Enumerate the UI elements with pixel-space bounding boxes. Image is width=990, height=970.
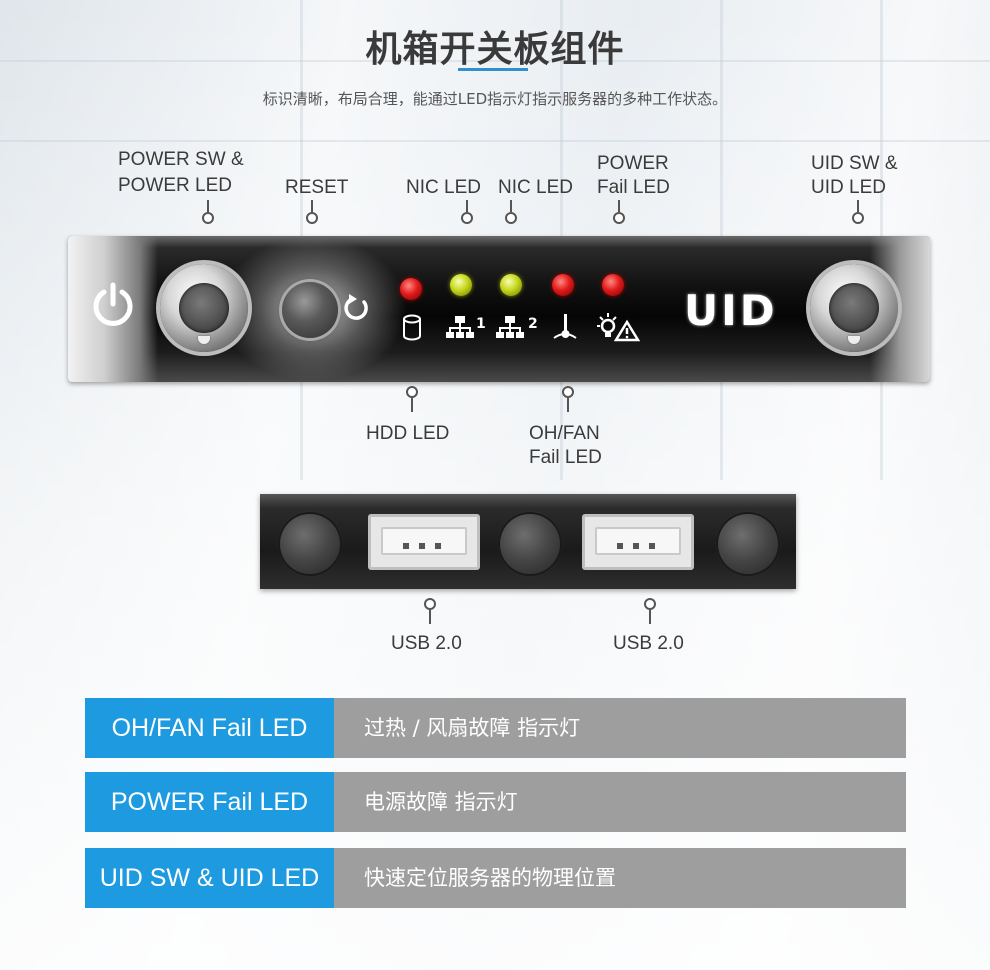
table-row: UID SW & UID LED 快速定位服务器的物理位置 bbox=[85, 848, 906, 908]
uid-switch-cap bbox=[829, 283, 879, 333]
label-uid-sw-line1: UID SW & bbox=[811, 153, 898, 174]
uid-switch-button[interactable] bbox=[810, 264, 898, 352]
table-row-value: 电源故障 指示灯 bbox=[334, 772, 906, 832]
nic-led-1 bbox=[450, 274, 472, 296]
power-switch-cap bbox=[179, 283, 229, 333]
nic-led-2 bbox=[500, 274, 522, 296]
reset-button[interactable] bbox=[282, 282, 338, 338]
label-power-sw-line1: POWER SW & bbox=[118, 149, 244, 170]
pin-ohfan bbox=[562, 386, 574, 414]
pin-hdd bbox=[406, 386, 418, 414]
table-row-key: OH/FAN Fail LED bbox=[85, 698, 334, 758]
network-icon-2 bbox=[496, 316, 524, 338]
label-usb-2: USB 2.0 bbox=[613, 633, 684, 654]
uid-led-indicator bbox=[848, 336, 860, 344]
label-ohfan-line2: Fail LED bbox=[529, 447, 602, 468]
thermometer-icon bbox=[553, 314, 577, 339]
label-reset: RESET bbox=[285, 177, 349, 198]
power-switch-button[interactable] bbox=[160, 264, 248, 352]
pin-nic-2 bbox=[505, 200, 517, 238]
power-icon bbox=[93, 282, 133, 326]
label-nic-led-1: NIC LED bbox=[406, 177, 481, 198]
usb-panel-screw-right bbox=[718, 514, 778, 574]
table-row-value: 快速定位服务器的物理位置 bbox=[334, 848, 906, 908]
hdd-led bbox=[400, 278, 422, 300]
panel-reflection-left bbox=[68, 236, 158, 382]
label-power-fail-line2: Fail LED bbox=[597, 177, 670, 198]
pin-uid-sw bbox=[852, 200, 864, 238]
pin-power-sw bbox=[202, 200, 214, 238]
usb-panel-screw-mid bbox=[500, 514, 560, 574]
page-subtitle: 标识清晰，布局合理，能通过LED指示灯指示服务器的多种工作状态。 bbox=[262, 90, 728, 108]
uid-text: UID bbox=[684, 286, 778, 335]
label-ohfan-line1: OH/FAN bbox=[529, 423, 600, 444]
pin-usb-1 bbox=[424, 598, 436, 626]
usb-panel bbox=[260, 494, 796, 589]
nic-2-number: 2 bbox=[528, 316, 538, 332]
table-row: OH/FAN Fail LED 过热 / 风扇故障 指示灯 bbox=[85, 698, 906, 758]
label-power-sw-line2: POWER LED bbox=[118, 175, 233, 196]
label-usb-1: USB 2.0 bbox=[391, 633, 462, 654]
table-row-value: 过热 / 风扇故障 指示灯 bbox=[334, 698, 906, 758]
power-fail-led bbox=[602, 274, 624, 296]
table-row-key: POWER Fail LED bbox=[85, 772, 334, 832]
nic-1-number: 1 bbox=[476, 316, 486, 332]
usb-port-1-tongue bbox=[381, 527, 467, 555]
network-icon-1 bbox=[446, 316, 474, 338]
front-panel: 1 2 UID bbox=[68, 236, 930, 382]
pin-nic-1 bbox=[461, 200, 473, 238]
label-power-fail-line1: POWER bbox=[597, 153, 669, 174]
usb-port-2[interactable] bbox=[582, 514, 694, 570]
ohfan-fail-led bbox=[552, 274, 574, 296]
title-underline bbox=[458, 68, 528, 71]
page-title: 机箱开关板组件 bbox=[365, 29, 625, 70]
usb-port-2-tongue bbox=[595, 527, 681, 555]
pin-reset bbox=[306, 200, 318, 238]
label-hdd-led: HDD LED bbox=[366, 423, 450, 444]
power-led-indicator bbox=[198, 336, 210, 344]
label-uid-sw-line2: UID LED bbox=[811, 177, 886, 198]
reset-icon bbox=[344, 294, 368, 320]
usb-panel-screw-left bbox=[280, 514, 340, 574]
table-row-key: UID SW & UID LED bbox=[85, 848, 334, 908]
label-nic-led-2: NIC LED bbox=[498, 177, 573, 198]
pin-power-fail bbox=[613, 200, 625, 238]
power-warning-icon bbox=[597, 313, 640, 342]
pin-usb-2 bbox=[644, 598, 656, 626]
table-row: POWER Fail LED 电源故障 指示灯 bbox=[85, 772, 906, 832]
hdd-icon bbox=[403, 314, 421, 341]
usb-port-1[interactable] bbox=[368, 514, 480, 570]
